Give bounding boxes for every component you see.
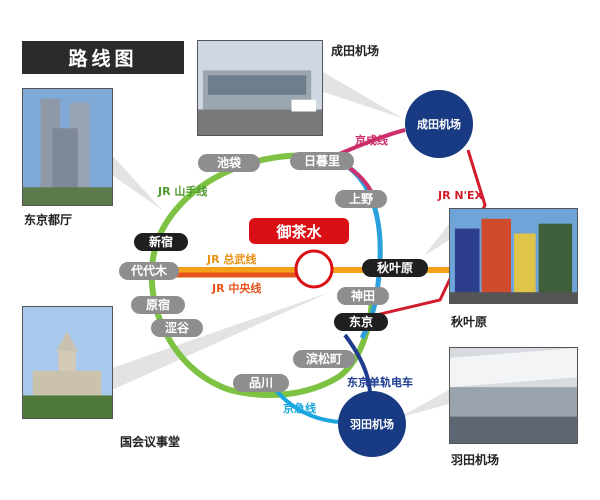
station-ueno[interactable]: 上野 xyxy=(335,190,387,208)
haneda-terminal-photo xyxy=(449,347,578,444)
callout-diet xyxy=(112,292,330,390)
callout-narita xyxy=(323,72,402,118)
ochanomizu-ring xyxy=(294,249,334,289)
sobu-label: JR 总武线 xyxy=(207,253,257,266)
station-nippori[interactable]: 日暮里 xyxy=(290,152,354,170)
station-shinagawa[interactable]: 品川 xyxy=(233,374,289,392)
tokyo-gov-photo xyxy=(22,88,113,206)
station-harajuku[interactable]: 原宿 xyxy=(131,296,185,314)
diet-building-photo xyxy=(22,306,113,419)
station-akihabara[interactable]: 秋叶原 xyxy=(362,259,428,277)
haneda-airport-node[interactable]: 羽田机场 xyxy=(338,391,406,457)
station-tokyo[interactable]: 东京 xyxy=(334,313,388,331)
station-kanda[interactable]: 神田 xyxy=(337,287,389,305)
map-title: 路线图 xyxy=(22,41,184,74)
monorail-label: 东京单轨电车 xyxy=(347,376,413,389)
station-shinjuku[interactable]: 新宿 xyxy=(134,233,188,251)
nex-label: JR N'EX xyxy=(438,189,483,202)
yamanote-label: JR 山手线 xyxy=(158,185,208,198)
chuo-label: JR 中央线 xyxy=(212,282,262,295)
yamanote-line xyxy=(148,152,375,399)
narita-photo-caption: 成田机场 xyxy=(331,44,380,58)
keihin-tohoku-line xyxy=(329,155,383,340)
station-ikebukuro[interactable]: 池袋 xyxy=(198,154,260,172)
haneda-photo-caption: 羽田机场 xyxy=(451,453,500,467)
akihabara-photo xyxy=(449,208,578,304)
callout-tokyo-gov xyxy=(112,155,162,210)
tokyo-gov-caption: 东京都厅 xyxy=(24,213,73,227)
callout-akihabara xyxy=(424,224,449,256)
narita-terminal-photo xyxy=(197,40,323,136)
monorail-line xyxy=(343,333,372,396)
diet-building-caption: 国会议事堂 xyxy=(120,435,181,449)
callout-haneda xyxy=(398,390,449,418)
station-shibuya[interactable]: 涩谷 xyxy=(151,319,203,337)
station-hamamatsucho[interactable]: 滨松町 xyxy=(293,350,355,368)
keikyu-label: 京急线 xyxy=(283,402,316,415)
narita-airport-node[interactable]: 成田机场 xyxy=(405,90,473,158)
station-yoyogi[interactable]: 代代木 xyxy=(119,262,179,280)
akihabara-caption: 秋叶原 xyxy=(451,315,488,329)
ochanomizu-station[interactable]: 御茶水 xyxy=(249,218,349,244)
keisei-label: 京成线 xyxy=(355,134,388,147)
